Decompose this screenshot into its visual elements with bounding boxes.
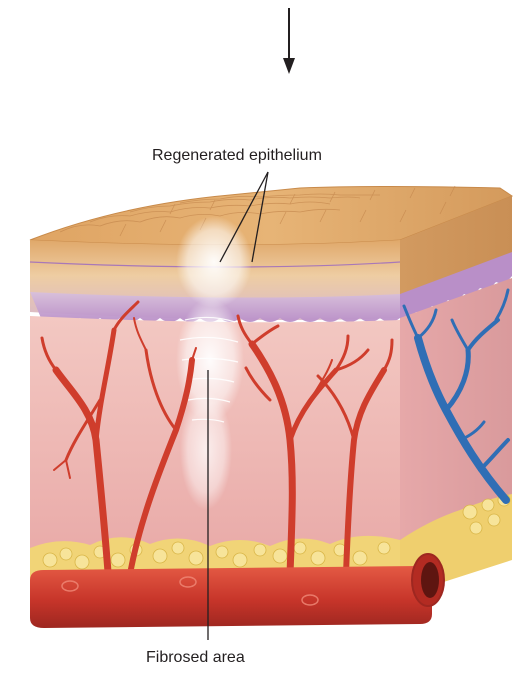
skin-block bbox=[30, 172, 512, 640]
label-regenerated-epithelium: Regenerated epithelium bbox=[152, 148, 322, 164]
scar-deep bbox=[180, 390, 232, 510]
scar-epidermis bbox=[176, 216, 252, 308]
artery-lumen-inner bbox=[421, 562, 439, 598]
down-arrow-icon bbox=[283, 8, 295, 74]
label-fibrosed-area: Fibrosed area bbox=[146, 650, 245, 666]
large-artery bbox=[30, 566, 432, 628]
